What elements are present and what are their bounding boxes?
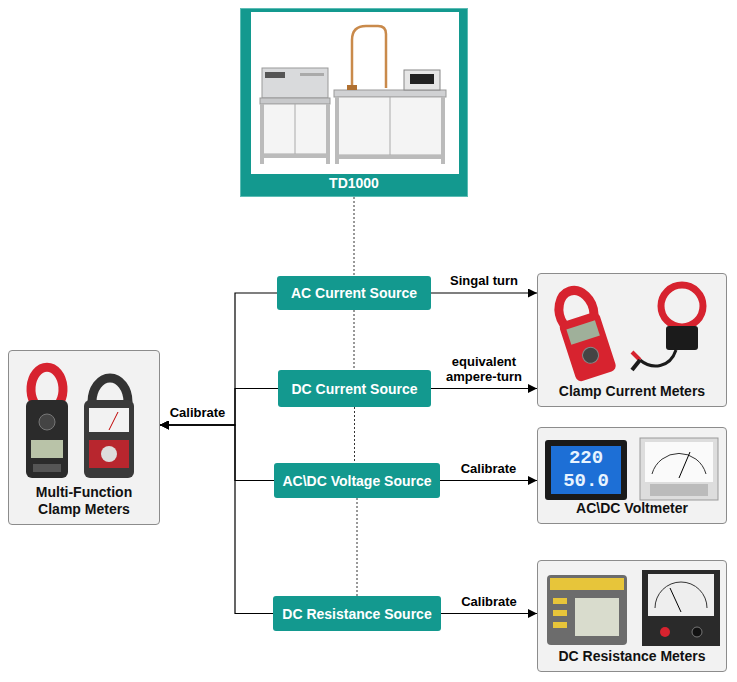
arrow-connector [431, 292, 537, 293]
product-box: Multi-Function Clamp Meters [8, 350, 160, 525]
arrow-connector [441, 613, 537, 614]
arrow-connector [160, 425, 273, 614]
node-label: TD1000 [329, 175, 379, 191]
node-label: DC Resistance Source [282, 606, 431, 622]
source-box: AC\DC Voltage Source [274, 463, 440, 498]
display-reading: 50.0 [551, 470, 621, 492]
dotted-link [354, 197, 355, 276]
device-box: TD1000 [240, 8, 468, 197]
edge-label: Singal turn [450, 273, 518, 288]
node-label: Multi-Function Clamp Meters [19, 484, 149, 518]
node-label: DC Resistance Meters [558, 648, 705, 665]
node-label: DC Current Source [291, 381, 417, 397]
product-box: Clamp Current Meters [537, 273, 727, 407]
source-box: DC Resistance Source [273, 596, 441, 631]
arrow-connector [160, 389, 278, 426]
edge-label: Calibrate [170, 405, 226, 420]
node-label: Clamp Current Meters [559, 383, 705, 400]
arrow-connector [440, 480, 537, 481]
source-box: DC Current Source [278, 370, 431, 407]
node-label: AC\DC Voltmeter [576, 500, 688, 517]
node-label: AC\DC Voltage Source [282, 473, 431, 489]
dotted-link [354, 407, 355, 463]
dotted-link [354, 310, 355, 370]
arrow-connector [431, 388, 537, 389]
arrow-connector [160, 425, 274, 481]
display-reading: 220 [551, 447, 621, 469]
product-box: DC Resistance Meters [537, 560, 727, 672]
node-label: AC Current Source [291, 285, 417, 301]
edge-label: equivalent ampere-turn [440, 354, 528, 384]
arrow-connector [160, 293, 277, 425]
edge-label: Calibrate [461, 594, 517, 609]
source-box: AC Current Source [277, 276, 431, 310]
edge-label: Calibrate [461, 461, 517, 476]
dotted-link [357, 498, 358, 596]
